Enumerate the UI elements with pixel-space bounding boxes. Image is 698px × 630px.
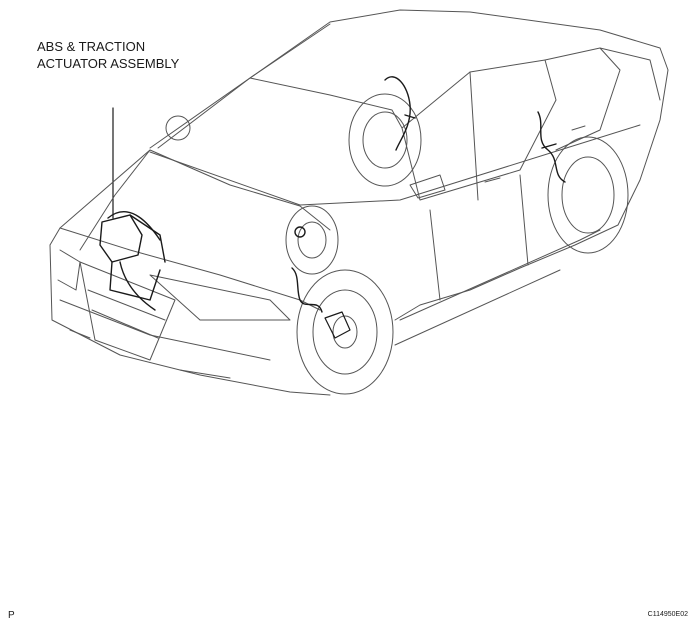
abs-actuator xyxy=(99,211,166,311)
front-right-wheel xyxy=(285,205,339,275)
figure-code: C114950E02 xyxy=(647,611,688,618)
abs-label-line-1: ABS & TRACTION xyxy=(37,39,146,54)
rear-left-sensor-harness xyxy=(537,111,566,183)
abs-actuator-label: ABS & TRACTION ACTUATOR ASSEMBLY xyxy=(37,38,179,72)
page-letter: P xyxy=(8,610,15,621)
rear-right-wheel xyxy=(348,93,422,187)
front-right-sensor-harness xyxy=(291,226,323,313)
front-left-brake-assembly xyxy=(324,311,351,339)
rear-left-wheel xyxy=(547,136,629,254)
front-left-wheel xyxy=(296,269,394,395)
rear-right-sensor-harness xyxy=(384,76,416,151)
abs-label-line-2: ACTUATOR ASSEMBLY xyxy=(37,56,180,71)
car-body xyxy=(49,9,669,396)
